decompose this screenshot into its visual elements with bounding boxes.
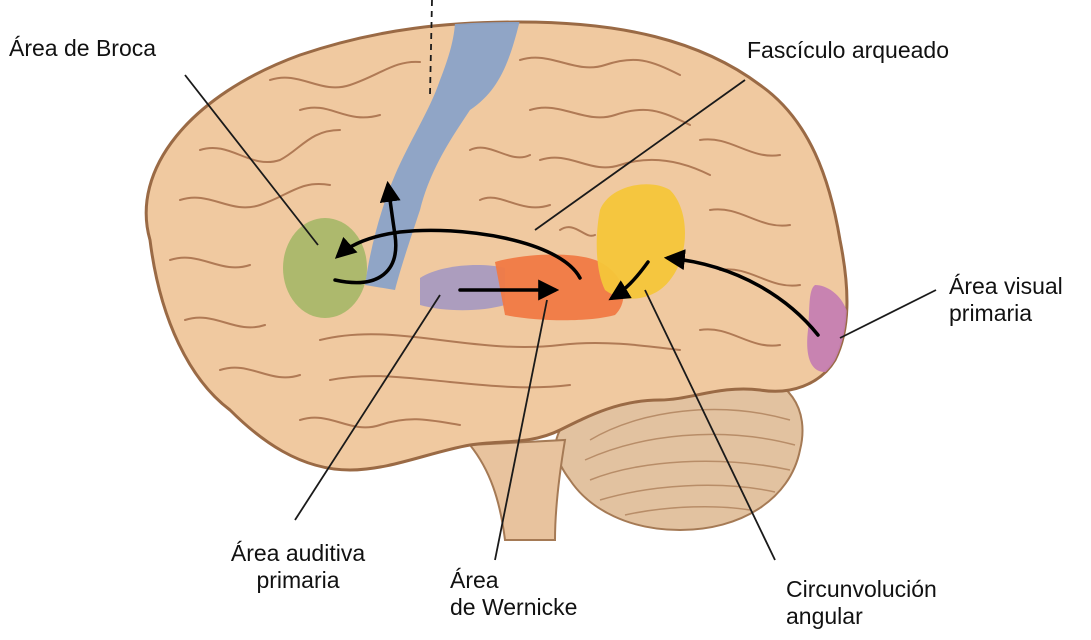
label-area-auditiva-primaria: Área auditiva primaria (218, 540, 378, 594)
leader-visual (840, 290, 936, 338)
broca-area (283, 218, 367, 318)
label-fasciculo-arqueado: Fascículo arqueado (747, 37, 949, 64)
label-area-broca: Área de Broca (9, 35, 156, 62)
brainstem (470, 440, 565, 540)
label-area-visual-primaria: Área visual primaria (949, 273, 1063, 327)
label-area-wernicke: Área de Wernicke (450, 567, 577, 621)
label-circunvolucion-angular: Circunvolución angular (786, 576, 937, 630)
